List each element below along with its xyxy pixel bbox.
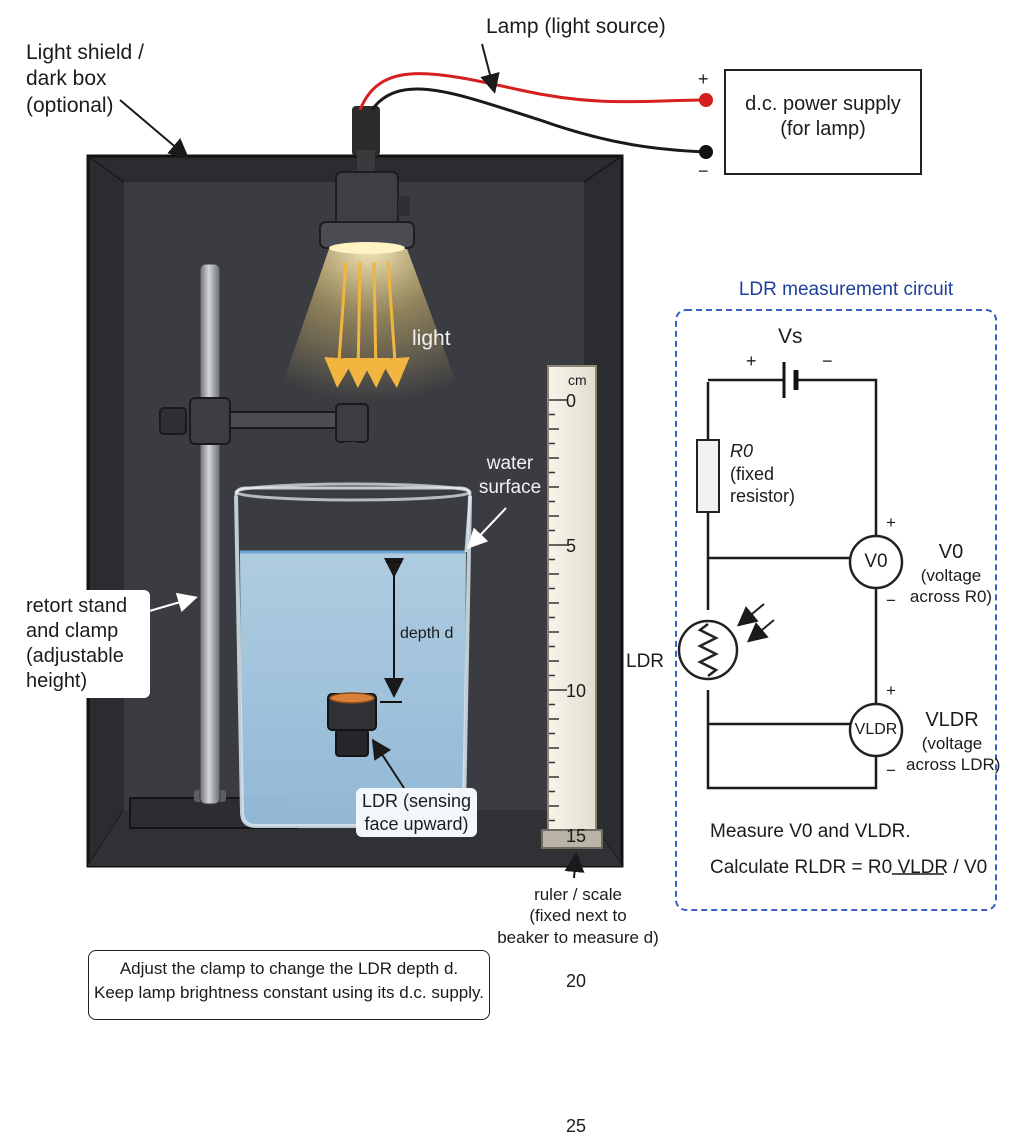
battery-plus-label: + (746, 351, 757, 371)
light-rays (324, 261, 410, 388)
retort-stand-label: retort stand and clamp (adjustable heigh… (20, 590, 150, 698)
r0-label: R0 (fixed resistor) (730, 441, 796, 506)
positive-terminal (699, 93, 713, 107)
measure-text: Measure V0 and VLDR. (710, 821, 911, 842)
ruler-tick-label: 20 (566, 971, 587, 991)
instructions-box: Adjust the clamp to change the LDR depth… (88, 950, 490, 1020)
ruler-unit-label: cm (568, 372, 587, 388)
light-label: light (412, 327, 451, 350)
light-ray (360, 261, 391, 388)
battery-vs-label: Vs (778, 325, 803, 348)
vldr-plus: + (886, 681, 896, 700)
voltmeter-vldr (848, 702, 904, 758)
lamp-light-cone (270, 246, 470, 420)
negative-wire (370, 87, 707, 154)
experiment-diagram (86, 43, 997, 911)
ruler-tick-label: 15 (566, 826, 587, 846)
v0-plus: + (886, 513, 896, 532)
calculate-formula: Calculate RLDR = R0 VLDR / V0 (710, 857, 988, 878)
power-supply-minus: − (698, 161, 709, 181)
circuit-title: LDR measurement circuit (738, 279, 954, 300)
ruler-tick-label: 10 (566, 681, 587, 701)
light-ray (343, 261, 374, 388)
circuit-panel (675, 309, 997, 911)
ruler-tick-label: 25 (566, 1116, 587, 1136)
voltmeter-vldr-text: VLDR (854, 721, 898, 738)
ldr-sensor (327, 692, 377, 757)
circuit-ldr-label: LDR (626, 651, 665, 672)
power-supply-plus: + (698, 69, 709, 89)
negative-terminal (699, 145, 713, 159)
lamp (270, 106, 470, 420)
ruler (541, 365, 603, 849)
vldr-minus: − (886, 761, 896, 780)
lamp-label: Lamp (light source) (486, 15, 666, 38)
power-supply-box (724, 69, 922, 175)
v0-minus: − (886, 591, 896, 610)
ruler-tick-label: 0 (566, 391, 577, 411)
light-ray (379, 261, 410, 388)
ldr-sensor-label: LDR (sensing face upward) (356, 788, 478, 837)
voltmeter-v0 (848, 534, 904, 590)
positive-wire (358, 72, 707, 111)
fixed-resistor-r0 (696, 439, 720, 513)
ruler-tick-label: 5 (566, 536, 577, 556)
pointer-arrows (119, 43, 585, 879)
light-ray (324, 261, 355, 388)
water-surface-label: water surface (478, 453, 542, 498)
ruler-note-label: ruler / scale (fixed next to beaker to m… (497, 885, 659, 947)
power-supply-label: d.c. power supply (for lamp) (745, 93, 901, 140)
voltmeter-v0-text: V0 (864, 551, 888, 572)
light-shield-label: Light shield / dark box (optional) (26, 41, 144, 117)
v0-label: V0 (voltage across R0) (909, 541, 993, 607)
vldr-label: VLDR (voltage across LDR) (906, 709, 1001, 775)
depth-label: depth d (400, 625, 454, 642)
battery-minus-label: − (822, 351, 833, 371)
